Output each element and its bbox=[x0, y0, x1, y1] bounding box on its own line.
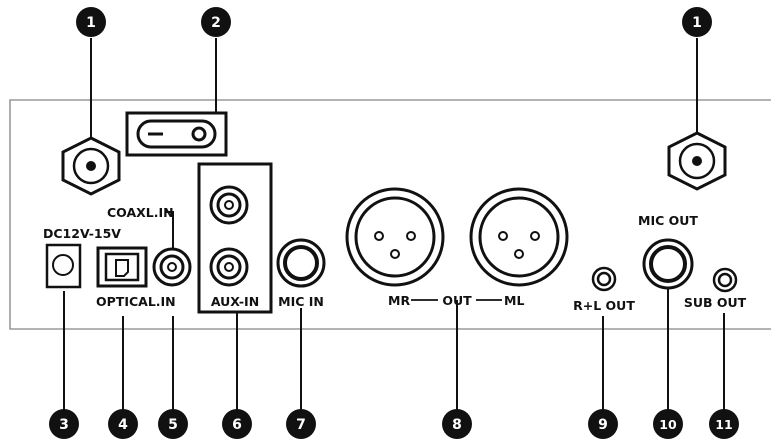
label-mic-out: MIC OUT bbox=[638, 213, 698, 228]
callout-badge-9: 9 bbox=[588, 409, 618, 439]
label-out: OUT bbox=[442, 293, 472, 308]
callout-badge-11: 11 bbox=[709, 409, 739, 439]
svg-text:5: 5 bbox=[168, 417, 178, 433]
callout-badge-4: 4 bbox=[108, 409, 138, 439]
label-coaxl-in: COAXL.IN bbox=[107, 205, 174, 220]
callout-badge-8: 8 bbox=[442, 409, 472, 439]
svg-text:7: 7 bbox=[296, 417, 306, 433]
xlr-connector-icon bbox=[469, 187, 569, 287]
label-mic-in: MIC IN bbox=[278, 294, 324, 309]
aux-in-block bbox=[197, 162, 273, 314]
xlr-connector-icon bbox=[345, 187, 445, 287]
callout-badge-1: 1 bbox=[76, 7, 106, 37]
label-ml: ML bbox=[504, 293, 524, 308]
callout-lines bbox=[63, 38, 725, 411]
rca-jack-icon bbox=[152, 247, 192, 287]
callout-badge-10: 10 bbox=[653, 409, 683, 439]
quarter-inch-jack-icon bbox=[642, 238, 694, 290]
svg-text:1: 1 bbox=[692, 15, 702, 31]
callout-badge-7: 7 bbox=[286, 409, 316, 439]
svg-text:11: 11 bbox=[715, 417, 732, 432]
svg-text:8: 8 bbox=[452, 417, 462, 433]
svg-text:6: 6 bbox=[232, 417, 242, 433]
label-rl-out: R+L OUT bbox=[573, 298, 635, 313]
label-sub-out: SUB OUT bbox=[684, 295, 747, 310]
callout-badge-1: 1 bbox=[682, 7, 712, 37]
rca-jack-icon bbox=[209, 247, 249, 287]
dc-power-jack-icon bbox=[45, 243, 82, 289]
panel-outline bbox=[9, 99, 771, 330]
svg-text:3: 3 bbox=[59, 417, 69, 433]
svg-text:1: 1 bbox=[86, 15, 96, 31]
svg-text:4: 4 bbox=[118, 417, 128, 433]
label-mr: MR bbox=[388, 293, 410, 308]
svg-text:2: 2 bbox=[211, 15, 221, 31]
mini-jack-icon bbox=[591, 266, 617, 292]
antenna-connector-icon bbox=[61, 136, 121, 196]
label-optical-in: OPTICAL.IN bbox=[96, 294, 176, 309]
label-dc-input: DC12V-15V bbox=[43, 226, 121, 241]
callout-badge-2: 2 bbox=[201, 7, 231, 37]
callout-badge-6: 6 bbox=[222, 409, 252, 439]
rca-jack-icon bbox=[209, 185, 249, 225]
mini-jack-icon bbox=[712, 267, 738, 293]
callout-badge-5: 5 bbox=[158, 409, 188, 439]
label-aux-in: AUX-IN bbox=[211, 294, 259, 309]
svg-text:10: 10 bbox=[659, 417, 677, 432]
quarter-inch-jack-icon bbox=[276, 238, 326, 288]
power-switch-icon bbox=[125, 111, 228, 157]
optical-toslink-port-icon bbox=[96, 246, 148, 288]
svg-text:9: 9 bbox=[598, 417, 608, 433]
callout-badge-3: 3 bbox=[49, 409, 79, 439]
antenna-connector-icon bbox=[667, 131, 727, 191]
